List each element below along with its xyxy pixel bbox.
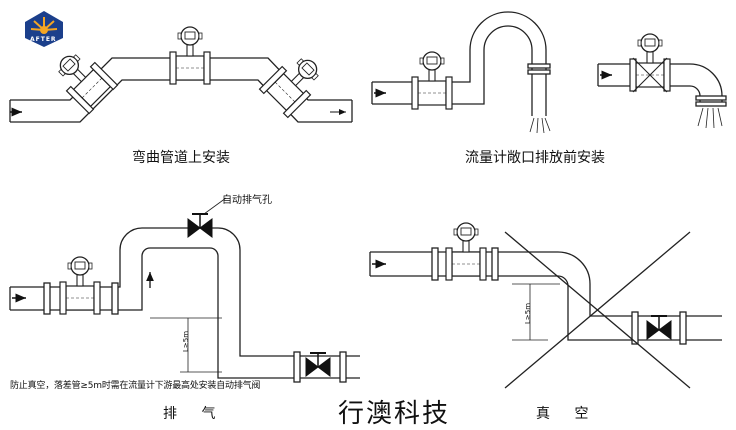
logo-text: AFTER [30,36,57,43]
exhaust-diagram [9,197,360,383]
caption-open-outlet: 流量计敞口排放前安装 [465,150,605,166]
dimension-label-right: L≥5m [524,302,532,324]
company-logo: AFTER [22,10,66,48]
flowmeter-left-slope [48,44,119,115]
flowmeter-outlet-a [411,51,453,110]
dimension-label-left: L≥5m [182,330,190,352]
x-mark-outlet-b [632,57,668,93]
company-name: 行澳科技 [338,399,451,429]
open-discharge-diagram-b [597,63,727,129]
x-mark-vacuum [504,231,691,389]
note-vacuum-prevention: 防止真空，落差管≥5m时需在流量计下游最高处安装自动排气阀 [10,381,261,391]
caption-vacuum: 真 空 [536,406,599,422]
label-air-vent: 自动排气孔 [222,195,272,206]
air-vent-valve [187,213,213,238]
caption-bend-pipe: 弯曲管道上安装 [132,150,230,166]
flowmeter-exhaust [59,256,101,315]
flowmeter-outlet-b [629,33,671,92]
open-discharge-diagram-a [371,11,551,134]
flowmeter-vacuum [445,222,487,281]
flowmeter-top [169,26,211,85]
valve-vacuum [646,315,672,340]
caption-exhaust: 排 气 [163,406,226,422]
